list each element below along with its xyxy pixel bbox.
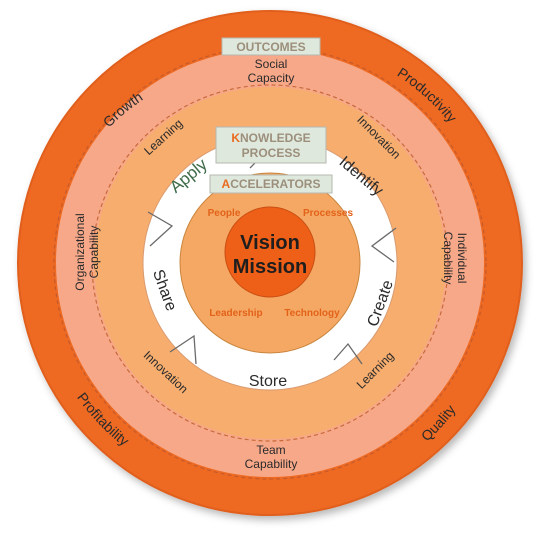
core-mission: Mission [233, 256, 307, 278]
knowledge-process-line1: KNOWLEDGE [231, 131, 310, 145]
social-capacity-line2: Capacity [248, 71, 295, 85]
outcomes-label: OUTCOMES [236, 40, 305, 54]
process-arrow-identify-create [370, 227, 397, 263]
svg-text:Capability: Capability [87, 226, 101, 279]
svg-text:Organizational: Organizational [73, 213, 87, 290]
accelerator-people: People [208, 208, 241, 219]
knowledge-process-line2: PROCESS [242, 146, 301, 160]
accelerator-technology: Technology [284, 308, 340, 319]
process-arrow-share-apply [147, 211, 174, 247]
process-arrow-store-share [169, 334, 197, 365]
accelerator-processes: Processes [303, 208, 353, 219]
organizational-capability: Organizational Capability [73, 213, 101, 290]
team-capability-line2: Capability [245, 457, 298, 471]
vision-mission-core [224, 206, 316, 298]
process-arrow-create-store [333, 342, 363, 365]
social-capacity-line1: Social [255, 57, 288, 71]
svg-text:Individual: Individual [455, 233, 469, 284]
middle-dashed-border [91, 84, 449, 442]
individual-capability: Individual Capability [441, 232, 469, 285]
process-step-store: Store [249, 373, 287, 390]
accelerators-label: ACCELERATORS [222, 177, 321, 191]
team-capability-line1: Team [256, 443, 285, 457]
outcomes-box [221, 37, 321, 56]
accelerator-leadership: Leadership [209, 308, 262, 319]
accelerators-box [209, 174, 333, 194]
svg-text:Capability: Capability [441, 232, 455, 285]
knowledge-process-box [215, 126, 327, 164]
core-vision: Vision [240, 232, 300, 254]
